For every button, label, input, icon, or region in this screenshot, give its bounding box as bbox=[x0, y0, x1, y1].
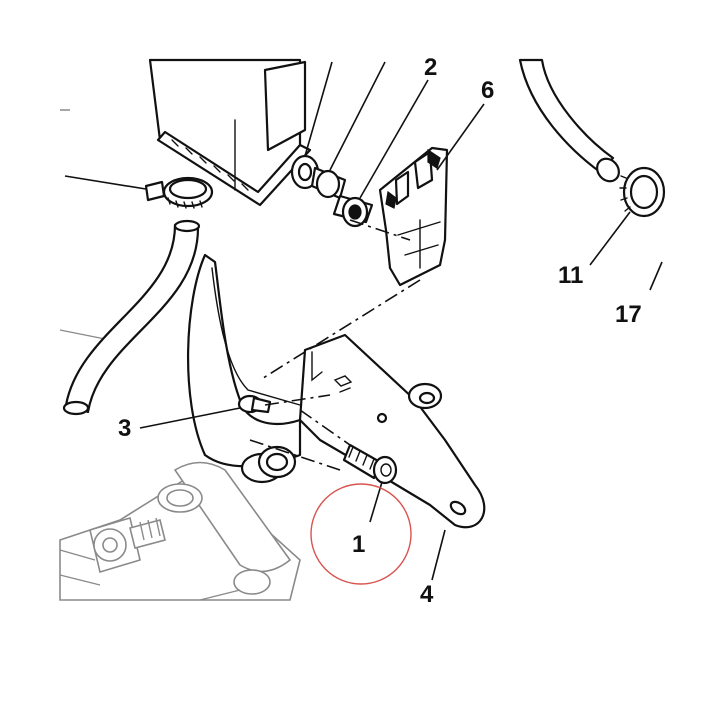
callout-6: 6 bbox=[481, 77, 494, 104]
callout-17: 17 bbox=[615, 301, 642, 328]
bolt-part-1 bbox=[342, 443, 398, 523]
assembly-centerlines bbox=[249, 219, 421, 471]
callout-2: 2 bbox=[424, 54, 437, 81]
bushing-stack bbox=[290, 61, 429, 228]
curved-shield bbox=[186, 253, 302, 468]
callout-1: 1 bbox=[352, 531, 365, 558]
callout-11: 11 bbox=[558, 262, 583, 289]
highlight-circle bbox=[310, 483, 412, 585]
pin-part-3 bbox=[139, 394, 272, 429]
callout-3: 3 bbox=[118, 415, 131, 442]
hose-right bbox=[518, 58, 666, 291]
grommet bbox=[407, 382, 443, 410]
hose-clamp-left bbox=[64, 175, 214, 209]
leader-part-4 bbox=[431, 529, 446, 581]
callout-4: 4 bbox=[420, 581, 434, 608]
hose-left bbox=[62, 219, 201, 416]
lower-bushing bbox=[240, 445, 297, 484]
upper-housing bbox=[148, 58, 312, 207]
plate-part-4 bbox=[298, 333, 486, 529]
background-assembly bbox=[59, 109, 301, 601]
bracket-part-6 bbox=[378, 103, 485, 287]
